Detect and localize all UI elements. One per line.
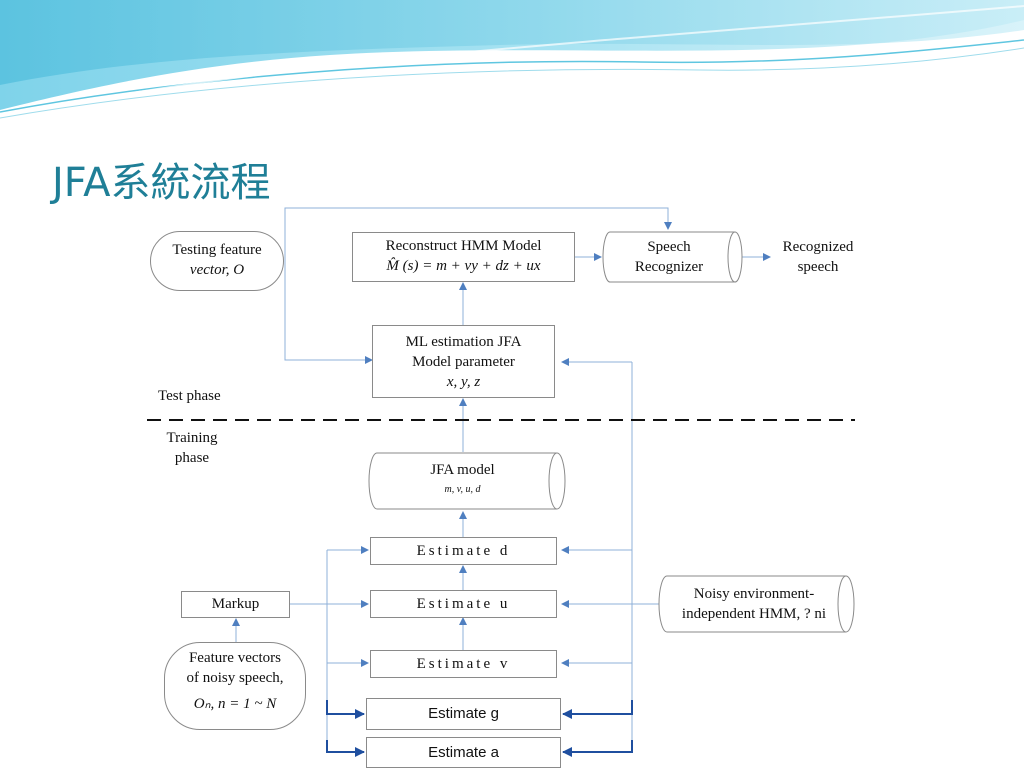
jfa-model-title: JFA model — [430, 462, 495, 478]
header-wave-banner — [0, 0, 1024, 119]
ml-estimation-node: ML estimation JFA Model parameter x, y, … — [372, 325, 555, 398]
noisy-env-line2: independent HMM, ? ni — [681, 606, 827, 622]
ml-estimation-line2: Model parameter — [412, 354, 515, 370]
training-phase-label: Training phase — [156, 428, 228, 468]
ml-estimation-line1: ML estimation JFA — [405, 334, 522, 350]
recognized-speech-output: Recognized speech — [773, 237, 863, 277]
estimate-g-node: Estimate g — [366, 698, 561, 730]
testing-feature-vector-node: Testing feature vector, O — [150, 231, 284, 291]
recognized-speech-line2: speech — [797, 259, 839, 275]
jfa-model-node: JFA model m, v, u, d — [385, 460, 540, 500]
testing-feature-line1: Testing feature — [172, 242, 262, 258]
reconstruct-title: Reconstruct HMM Model — [385, 238, 542, 254]
reconstruct-equation: M̂ (s) = m + vy + dz + ux — [386, 258, 541, 274]
test-phase-label: Test phase — [158, 388, 221, 404]
feature-vectors-equation: Oₙ, n = 1 ~ N — [193, 696, 277, 712]
recognized-speech-line1: Recognized — [782, 239, 854, 255]
speech-recognizer-line2: Recognizer — [634, 259, 704, 275]
estimate-a-node: Estimate a — [366, 737, 561, 768]
training-phase-line1: Training — [166, 430, 218, 446]
estimate-v-node: Estimate v — [370, 650, 557, 678]
estimate-u-node: Estimate u — [370, 590, 557, 618]
feature-vectors-node: Feature vectors of noisy speech, Oₙ, n =… — [164, 642, 306, 730]
jfa-model-params: m, v, u, d — [444, 484, 481, 495]
noisy-environment-node: Noisy environment- independent HMM, ? ni — [668, 584, 840, 624]
training-phase-line2: phase — [174, 450, 210, 466]
feature-vectors-line2: of noisy speech, — [186, 670, 284, 686]
reconstruct-hmm-node: Reconstruct HMM Model M̂ (s) = m + vy + … — [352, 232, 575, 282]
markup-node: Markup — [181, 591, 290, 618]
ml-estimation-params: x, y, z — [446, 374, 481, 390]
estimate-d-node: Estimate d — [370, 537, 557, 565]
slide-title: JFA系統流程 — [52, 160, 271, 206]
feature-vectors-line1: Feature vectors — [188, 650, 282, 666]
speech-recognizer-node: Speech Recognizer — [613, 237, 725, 277]
testing-feature-line2: vector, O — [189, 262, 245, 278]
speech-recognizer-line1: Speech — [647, 239, 691, 255]
noisy-env-line1: Noisy environment- — [693, 586, 815, 602]
